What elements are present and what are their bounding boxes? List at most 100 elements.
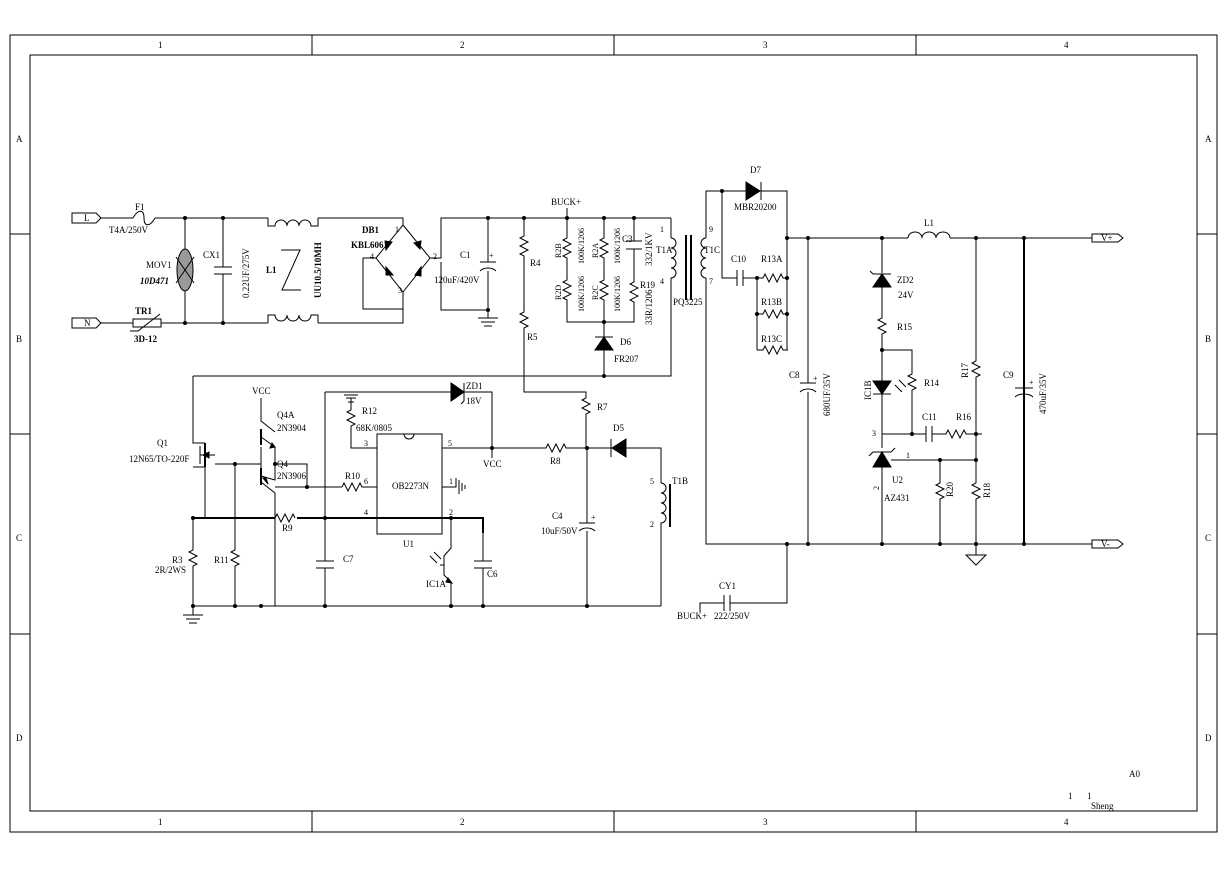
r2d-value: 100K/1206 — [577, 276, 586, 312]
u1-pin-3: 3 — [364, 439, 368, 448]
optocoupler-led-ic1b — [872, 380, 892, 395]
c10-ref: C10 — [731, 254, 747, 264]
port-l-label: L — [84, 213, 90, 223]
secondary-section: D7 MBR20200 C10 R13A R13B R13C + C8 680U… — [720, 165, 1124, 549]
t1c-ref: T1C — [704, 245, 720, 255]
c9-value: 470uF/35V — [1038, 372, 1048, 414]
capacitor-c4 — [578, 522, 596, 532]
t1c-pin-7: 7 — [709, 277, 713, 286]
r12-ref: R12 — [362, 406, 377, 416]
d7-value: MBR20200 — [734, 202, 777, 212]
port-vplus-label: V+ — [1101, 233, 1113, 243]
db1-ref: DB1 — [362, 225, 380, 235]
db1-value: KBL606 — [351, 240, 384, 250]
t1a-pin-1: 1 — [660, 225, 664, 234]
capacitor-c3 — [626, 240, 642, 250]
r2c-value: 100K/1206 — [613, 276, 622, 312]
frame-col-1-top: 1 — [158, 40, 163, 50]
cx1-value: 0.22UF/275V — [241, 248, 251, 298]
ic1a-ref: IC1A — [426, 579, 447, 589]
zener-zd2 — [872, 273, 892, 288]
transformer-section: T1A 1 4 PQ3225 T1C 9 7 — [656, 190, 1092, 545]
diode-d6 — [594, 336, 614, 351]
db1-pin-3: 3 — [398, 286, 402, 295]
u2-pin-1: 1 — [906, 451, 910, 460]
cy1-ref: CY1 — [719, 581, 736, 591]
u1-pin-5: 5 — [448, 439, 452, 448]
controller-u1 — [376, 433, 443, 535]
u1-pin-2: 2 — [449, 508, 453, 517]
frame-col-4-bottom: 4 — [1064, 817, 1069, 827]
t1c-pin-9: 9 — [709, 225, 713, 234]
u2-pin-2: 2 — [872, 486, 881, 490]
d6-value: FR207 — [614, 354, 639, 364]
c3-ref: C3 — [622, 234, 633, 244]
q4-value: 2N3906 — [277, 471, 306, 481]
mov1-value: 10D471 — [140, 276, 169, 286]
vcc-mid-label: VCC — [483, 459, 502, 469]
u1-pin-6: 6 — [364, 477, 368, 486]
r2d-ref: R2D — [554, 285, 563, 300]
net-buck-top: BUCK+ — [551, 197, 581, 207]
capacitor-c10 — [736, 270, 744, 286]
l1out-ref: L1 — [924, 218, 934, 228]
zd2-value: 24V — [898, 290, 914, 300]
capacitor-c1 — [479, 261, 497, 272]
u1-pin-1: 1 — [449, 477, 453, 486]
svg-text:+: + — [489, 251, 494, 260]
frame-row-b-left: B — [16, 334, 22, 344]
svg-text:+: + — [813, 374, 818, 383]
r2a-value: 100K/1206 — [613, 228, 622, 264]
frame-col-4-top: 4 — [1064, 40, 1069, 50]
title-number-right: 1 — [1087, 791, 1092, 801]
frame-col-1-bottom: 1 — [158, 817, 163, 827]
cx1-ref: CX1 — [203, 250, 220, 260]
frame-row-d-left: D — [16, 733, 23, 743]
q4a-ref: Q4A — [277, 410, 295, 420]
tr1-value: 3D-12 — [134, 334, 157, 344]
frame-col-3-top: 3 — [763, 40, 768, 50]
capacitor-c11 — [925, 426, 933, 442]
title-author: Sheng — [1091, 801, 1114, 811]
r3-value: 2R/2WS — [155, 565, 186, 575]
frame-col-2-bottom: 2 — [460, 817, 465, 827]
r18-ref: R18 — [982, 482, 992, 498]
t1b-ref: T1B — [672, 476, 688, 486]
u2-pin-3: 3 — [872, 429, 876, 438]
frame-col-2-top: 2 — [460, 40, 465, 50]
r2b-value: 100K/1206 — [577, 228, 586, 264]
port-vminus-label: V- — [1101, 539, 1110, 549]
l1-value: UU10.5/10MH — [313, 242, 323, 298]
title-sheet-size: A0 — [1129, 769, 1140, 779]
r13b-ref: R13B — [761, 297, 782, 307]
r2c-ref: R2C — [591, 285, 600, 300]
inductor-l1-output — [907, 231, 951, 239]
r15-ref: R15 — [897, 322, 913, 332]
t1a-value: PQ3225 — [673, 297, 703, 307]
l1-ref: L1 — [266, 265, 277, 275]
t1a-pin-4: 4 — [660, 277, 664, 286]
capacitor-c7 — [316, 560, 334, 569]
c8-value: 680UF/35V — [822, 372, 832, 416]
r7-ref: R7 — [597, 402, 608, 412]
port-vplus — [1091, 233, 1124, 243]
svg-text:+: + — [591, 513, 596, 522]
port-l — [71, 212, 102, 224]
r19-ref: R19 — [640, 280, 656, 290]
vcc-top-label: VCC — [252, 386, 271, 396]
f1-value: T4A/250V — [109, 225, 148, 235]
choke-l1 — [267, 218, 319, 323]
port-vminus — [1091, 539, 1124, 549]
r20-ref: R20 — [945, 481, 955, 497]
snubber-section: BUCK+ R4 R5 R2B 100K/1206 R2D 100K/1206 … — [193, 197, 672, 398]
d6-ref: D6 — [620, 337, 631, 347]
c1-value: 120uF/420V — [434, 275, 480, 285]
u1-ref: U1 — [403, 539, 414, 549]
db1-pin-4: 4 — [370, 252, 374, 261]
c3-value: 332/1KV — [644, 232, 654, 266]
zd1-value: 18V — [466, 396, 482, 406]
t1b-pin-2: 2 — [650, 520, 654, 529]
zener-zd1 — [450, 382, 465, 402]
bridge-section: DB1 KBL606 1 2 3 4 + C1 120uF/420V — [351, 216, 671, 327]
thermistor-tr1 — [132, 318, 162, 328]
